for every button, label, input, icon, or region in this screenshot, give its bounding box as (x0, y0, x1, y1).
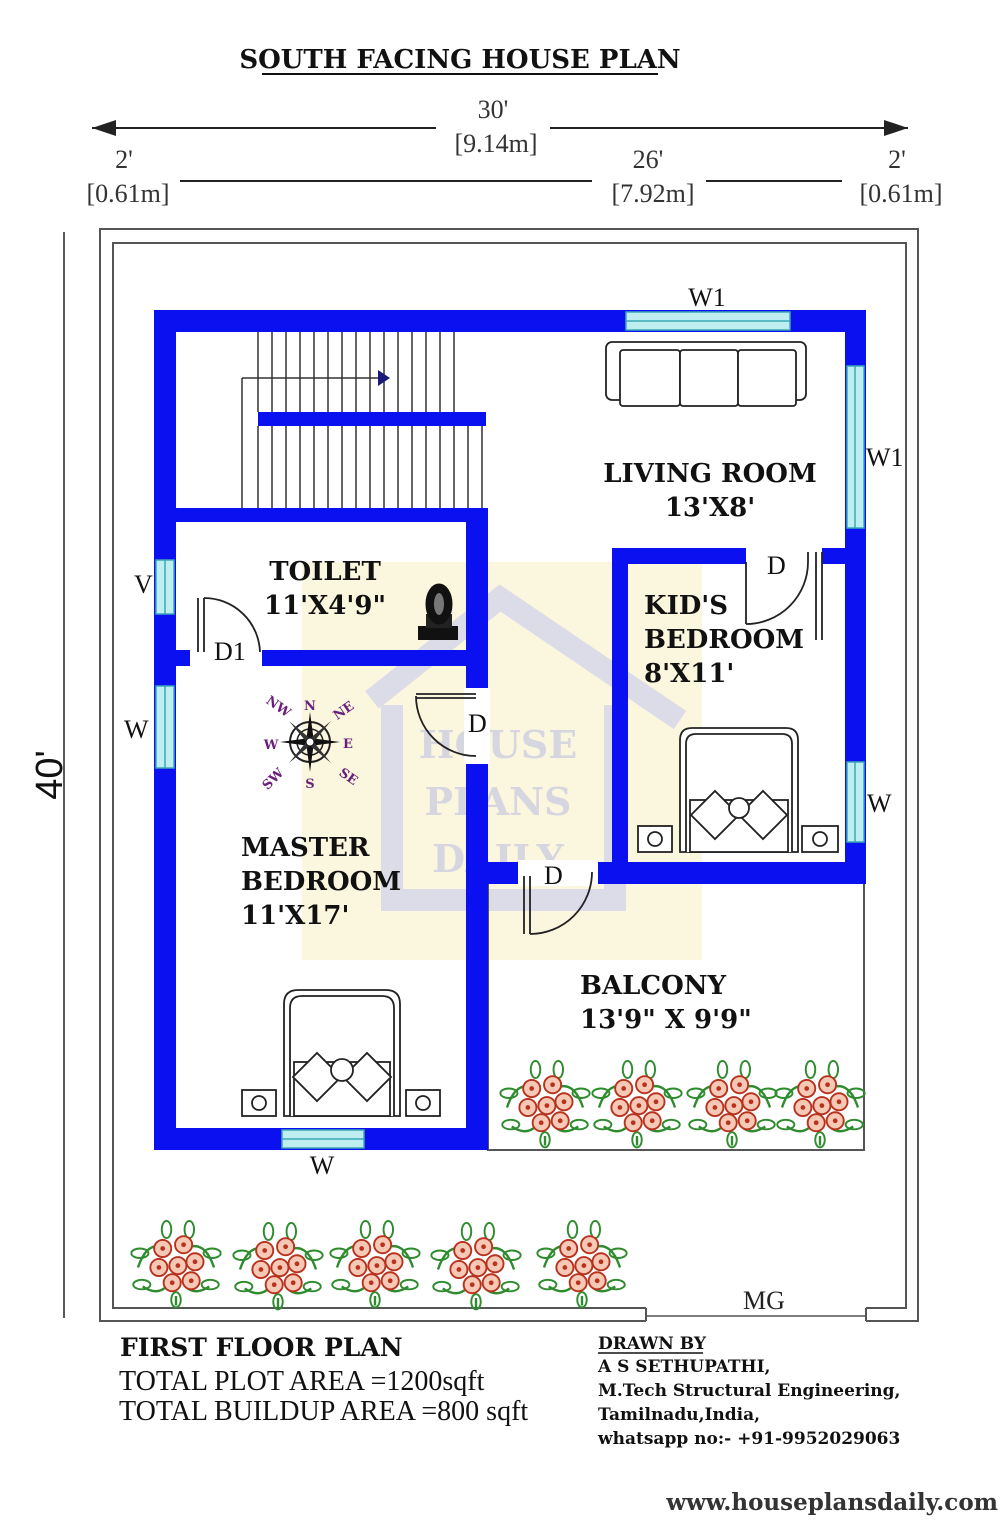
compass-n: N (304, 699, 316, 714)
compass-w: W (263, 738, 279, 753)
svg-text:PLANS: PLANS (425, 779, 572, 824)
toilet-icon (418, 583, 458, 640)
watermark: HOUSE PLANS DAILY (302, 562, 702, 960)
windows (155, 311, 865, 1149)
compass-icon (280, 712, 340, 772)
compass-nw: NW (263, 693, 294, 721)
garden-plants (130, 1219, 628, 1311)
doors (197, 552, 823, 935)
overall-width-label: 30' (478, 95, 509, 124)
overall-width-metric: [9.14m] (454, 129, 537, 158)
master-bedroom-size: 11'X17' (241, 901, 349, 931)
toilet-size: 11'X4'9" (264, 591, 386, 621)
left-margin-label: 2' (115, 145, 133, 174)
window-w1-top-label: W1 (688, 283, 726, 312)
svg-text:HOUSE: HOUSE (419, 722, 578, 767)
plot-area: TOTAL PLOT AREA =1200sqft (119, 1366, 485, 1397)
window-w-bottom-label: W (310, 1151, 335, 1180)
toilet-label: TOILET (269, 557, 381, 587)
compass-sw: SW (260, 765, 288, 793)
kids-bedroom-label-2: BEDROOM (644, 625, 804, 655)
balcony-label: BALCONY (580, 971, 727, 1001)
compass-s: S (305, 777, 314, 792)
depth-label: 40' (29, 750, 71, 800)
vent-v-label: V (134, 570, 153, 599)
kids-bedroom-label-1: KID'S (644, 591, 728, 621)
website-link[interactable]: www.houseplansdaily.com (665, 1489, 998, 1516)
right-margin-label: 2' (888, 145, 906, 174)
living-room-label: LIVING ROOM (603, 459, 816, 489)
right-margin-metric: [0.61m] (859, 179, 942, 208)
building-width-metric: [7.92m] (611, 179, 694, 208)
window-w1-right-label: W1 (866, 443, 904, 472)
stair-landing-wall (258, 412, 486, 426)
drawn-by-label: DRAWN BY (598, 1334, 707, 1354)
door-master-label: D (468, 709, 487, 738)
buildup-area: TOTAL BUILDUP AREA =800 sqft (119, 1396, 528, 1427)
door-balcony-label: D (544, 861, 563, 890)
window-w-right-label: W (867, 789, 892, 818)
staircase (241, 332, 483, 508)
living-room-size: 13'X8' (665, 493, 755, 523)
kids-bedroom-size: 8'X11' (644, 659, 734, 689)
plot-boundary-inner (112, 242, 907, 1309)
main-gate-label: MG (743, 1286, 785, 1315)
main-gate (646, 1304, 866, 1324)
master-bedroom-label-1: MASTER (241, 833, 370, 863)
window-w-left-label: W (124, 715, 149, 744)
master-bed-icon (241, 989, 441, 1117)
left-margin-metric: [0.61m] (86, 179, 169, 208)
kids-bed-icon (637, 727, 839, 853)
author-location: Tamilnadu,India, (598, 1405, 760, 1425)
author-qualification: M.Tech Structural Engineering, (598, 1381, 900, 1401)
building-width-label: 26' (633, 145, 664, 174)
door-d1-label: D1 (214, 637, 246, 666)
plot-boundary-outer (99, 228, 919, 1322)
author-contact: whatsapp no:- +91-9952029063 (597, 1429, 900, 1449)
stair-arrow-icon (378, 370, 390, 386)
author-name: A S SETHUPATHI, (597, 1357, 770, 1377)
compass-e: E (343, 737, 353, 752)
plan-heading: SOUTH FACING HOUSE PLAN (239, 45, 680, 75)
master-bedroom-label-2: BEDROOM (241, 867, 401, 897)
sofa-icon (605, 341, 807, 407)
balcony-plants (499, 1059, 866, 1149)
balcony-size: 13'9" X 9'9" (580, 1005, 752, 1035)
door-kids-label: D (767, 551, 786, 580)
plan-title: FIRST FLOOR PLAN (120, 1333, 403, 1362)
